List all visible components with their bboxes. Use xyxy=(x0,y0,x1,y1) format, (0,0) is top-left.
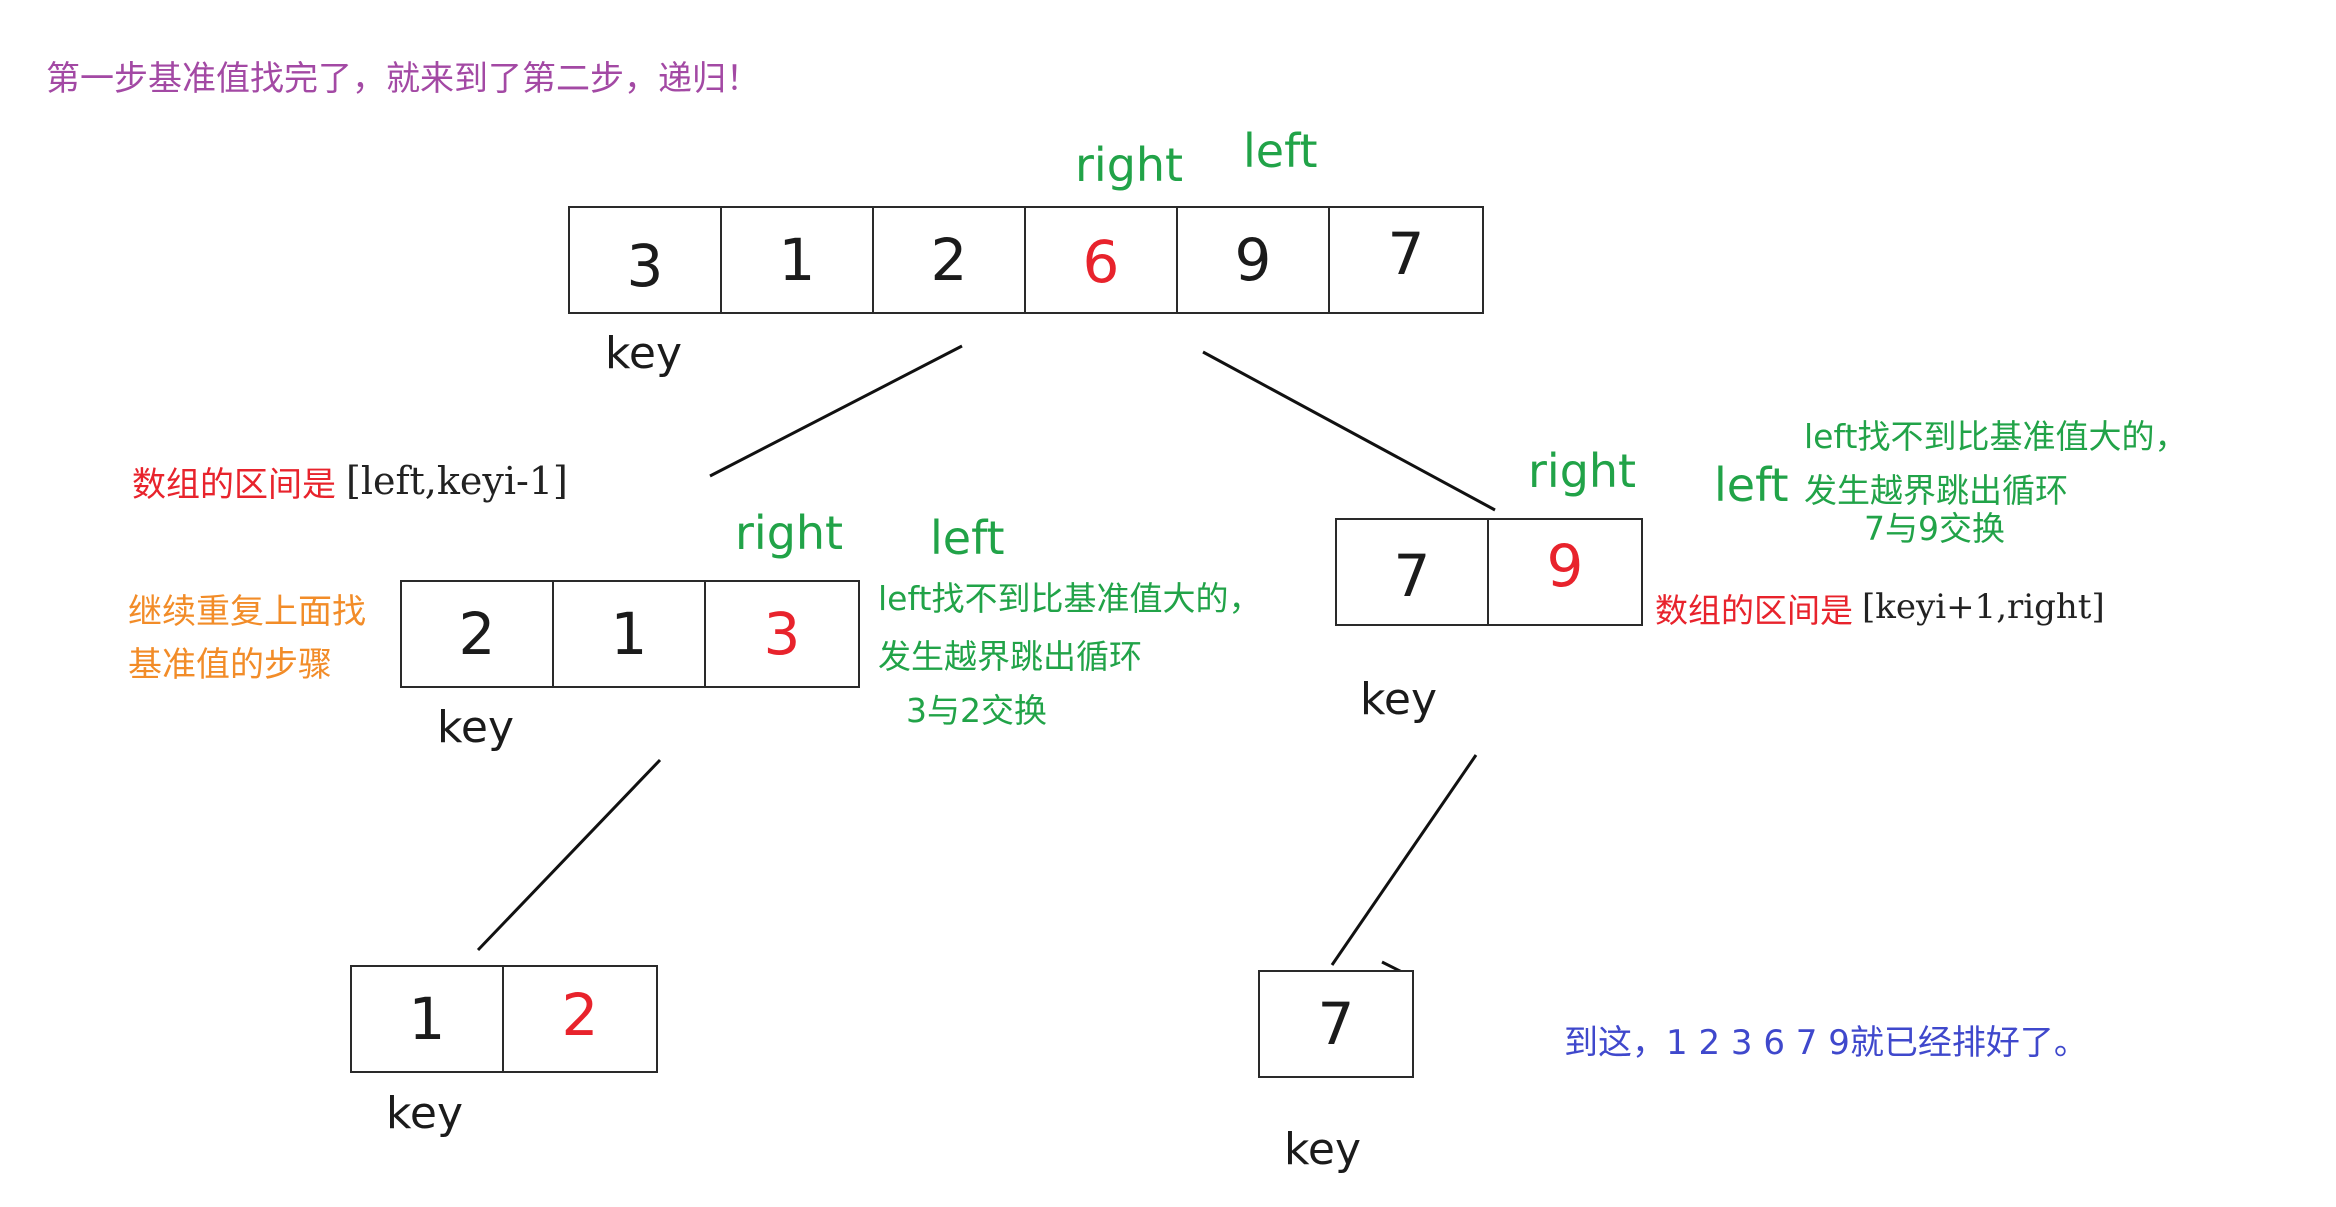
array-cell: 1 xyxy=(352,967,504,1071)
edge-top-to-right xyxy=(1202,350,1496,512)
right-note-line1: left找不到比基准值大的， xyxy=(1804,417,2188,456)
array-cell: 2 xyxy=(402,582,554,686)
top-right-pointer: right xyxy=(1075,138,1184,192)
left-interval-expr: [left,keyi-1] xyxy=(346,459,568,503)
cell-value: 1 xyxy=(408,985,446,1053)
cell-value: 9 xyxy=(1234,226,1272,294)
array-cell-pivot: 3 xyxy=(706,582,858,686)
left-array: 2 1 3 xyxy=(400,580,860,688)
right-bottom-key-label: key xyxy=(1284,1124,1362,1175)
array-cell: 7 xyxy=(1260,972,1412,1076)
array-cell-pivot: 9 xyxy=(1489,520,1641,624)
cell-value: 7 xyxy=(1387,220,1425,288)
conclusion-text: 到这，1 2 3 6 7 9就已经排好了。 xyxy=(1564,1023,2088,1063)
left-left-pointer: left xyxy=(930,511,1005,565)
header-text: 第一步基准值找完了，就来到了第二步，递归！ xyxy=(46,59,760,99)
right-key-label: key xyxy=(1360,674,1438,725)
right-note-line2: 发生越界跳出循环 xyxy=(1804,471,2068,510)
array-cell: 1 xyxy=(554,582,706,686)
edge-right-to-bottom xyxy=(1330,754,1478,966)
left-note-line2: 发生越界跳出循环 xyxy=(878,637,1142,676)
array-cell: 2 xyxy=(874,208,1026,312)
left-bottom-key-label: key xyxy=(386,1088,464,1139)
cell-value: 7 xyxy=(1393,542,1431,610)
cell-value: 3 xyxy=(763,600,801,668)
edge-top-to-left xyxy=(709,344,963,478)
repeat-text-line1: 继续重复上面找 xyxy=(128,592,366,632)
right-note-line3: 7与9交换 xyxy=(1864,509,2005,548)
cell-value: 2 xyxy=(930,226,968,294)
edge-left-to-bottom xyxy=(476,758,662,952)
left-bottom-array: 1 2 xyxy=(350,965,658,1073)
left-interval-prefix: 数组的区间是 xyxy=(132,465,336,505)
cell-value: 2 xyxy=(561,981,599,1049)
cell-value: 1 xyxy=(610,600,648,668)
array-cell-pivot: 6 xyxy=(1026,208,1178,312)
cell-value: 2 xyxy=(458,600,496,668)
repeat-text-line2: 基准值的步骤 xyxy=(128,645,332,685)
cell-value: 7 xyxy=(1317,990,1355,1058)
right-interval-expr: [keyi+1,right] xyxy=(1862,587,2105,627)
array-cell-pivot: 2 xyxy=(504,967,656,1071)
right-interval-prefix: 数组的区间是 xyxy=(1655,591,1853,630)
array-cell: 7 xyxy=(1330,208,1482,312)
array-cell: 1 xyxy=(722,208,874,312)
left-right-pointer: right xyxy=(735,506,844,560)
top-array: 3 1 2 6 9 7 xyxy=(568,206,1484,314)
left-note-line3: 3与2交换 xyxy=(906,691,1047,730)
right-right-pointer: right xyxy=(1528,444,1637,498)
left-note-line1: left找不到比基准值大的， xyxy=(878,579,1262,618)
right-left-pointer: left xyxy=(1714,458,1789,512)
array-cell: 9 xyxy=(1178,208,1330,312)
cell-value: 6 xyxy=(1082,228,1120,296)
cell-value: 3 xyxy=(626,232,664,300)
right-array: 7 9 xyxy=(1335,518,1643,626)
top-left-pointer: left xyxy=(1243,124,1318,178)
array-cell: 7 xyxy=(1337,520,1489,624)
cell-value: 1 xyxy=(778,226,816,294)
cell-value: 9 xyxy=(1546,532,1584,600)
left-key-label: key xyxy=(437,702,515,753)
right-bottom-array: 7 xyxy=(1258,970,1414,1078)
top-key-label: key xyxy=(605,328,683,379)
array-cell: 3 xyxy=(570,208,722,312)
